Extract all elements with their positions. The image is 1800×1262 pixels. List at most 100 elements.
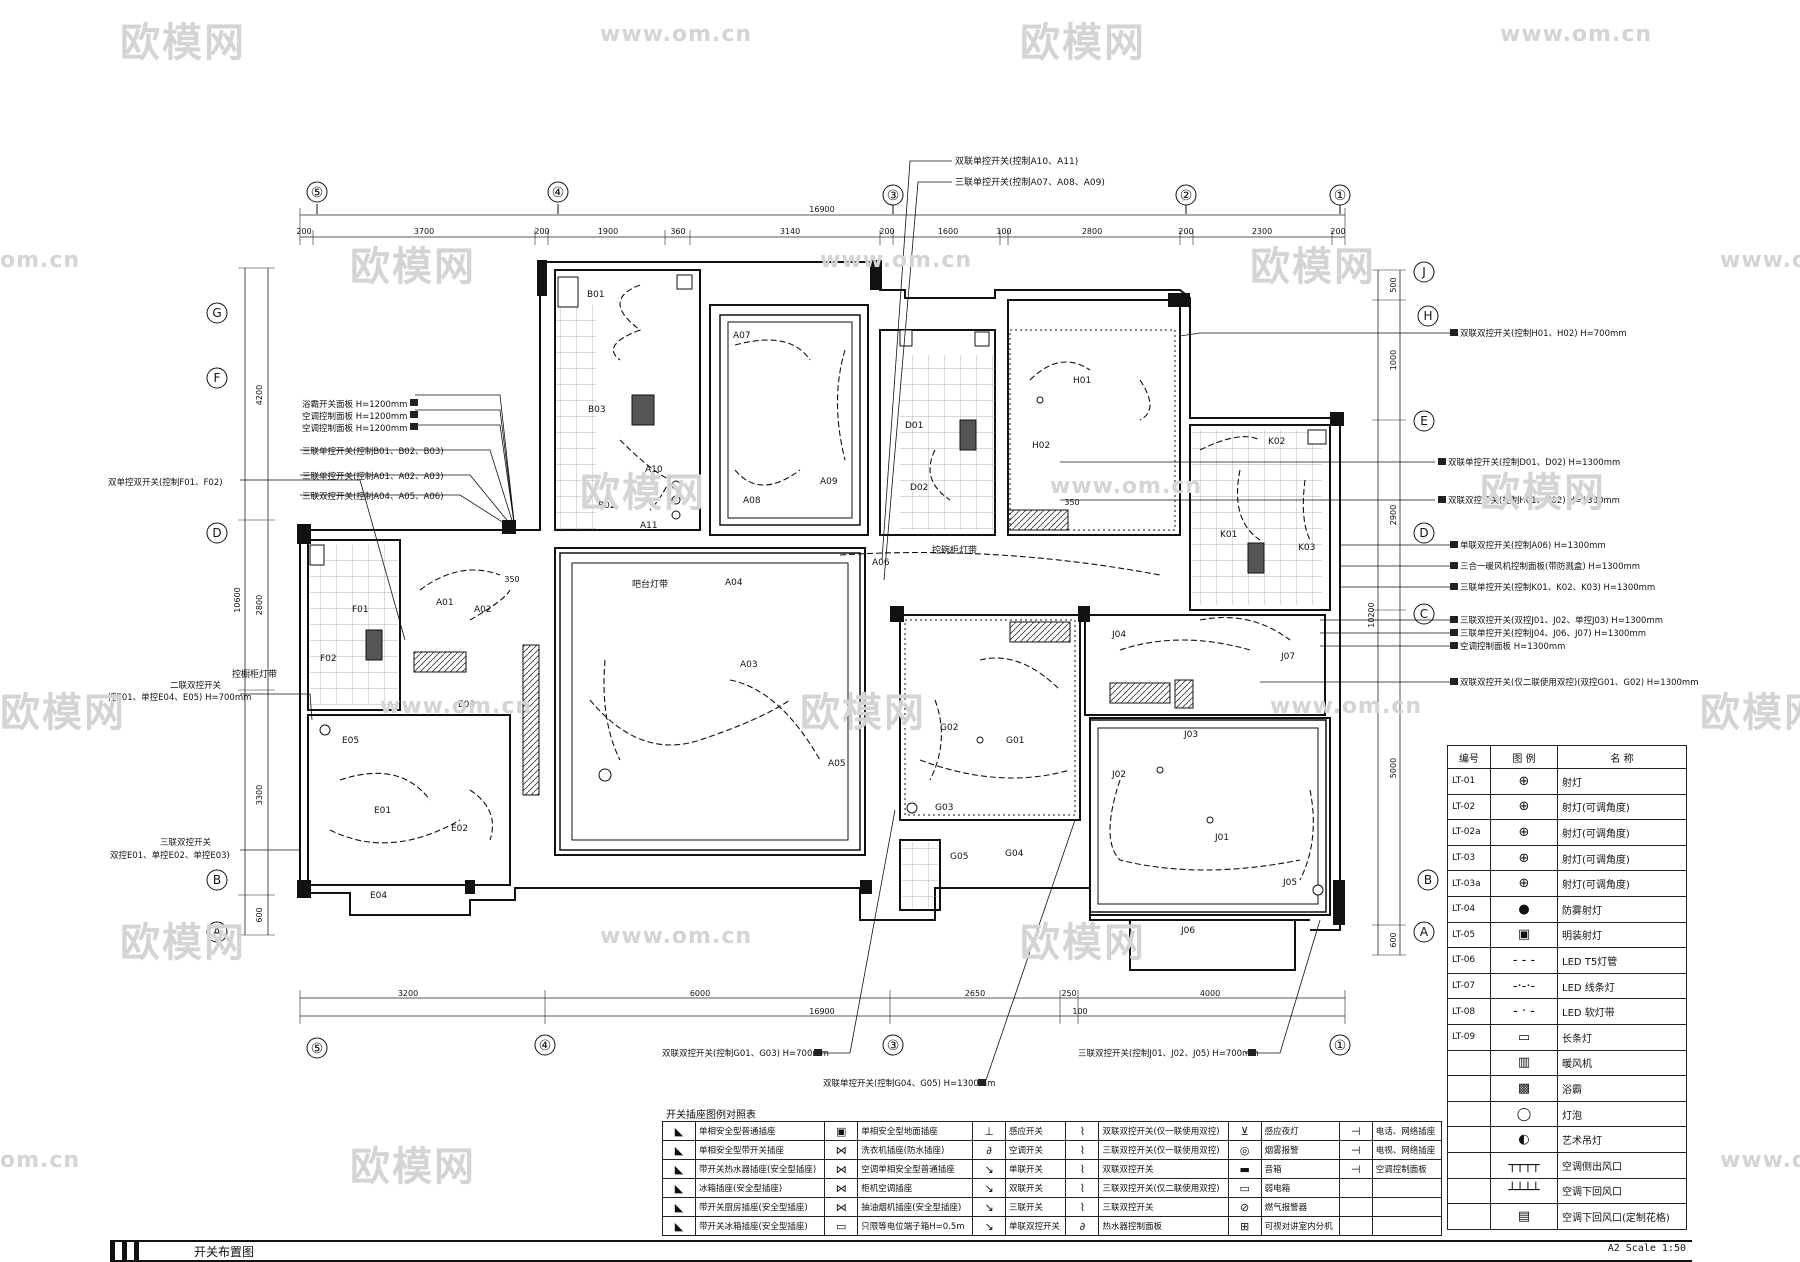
switch-legend-row: ◣带开关厨房插座(安全型插座) ⋈抽油烟机插座(安全型插座) ↘三联开关 ⌇三联… (662, 1197, 1443, 1217)
legend-name: 浴霸 (1557, 1075, 1687, 1102)
svg-text:K03: K03 (1298, 543, 1315, 553)
socket-icon: ◣ (662, 1140, 696, 1160)
legend-row: ▩浴霸 (1447, 1075, 1687, 1102)
svg-text:3300: 3300 (255, 785, 264, 805)
svg-text:D02: D02 (910, 483, 928, 493)
switch-markers (410, 329, 1458, 1086)
outlet-icon: ⊣ (1338, 1140, 1373, 1160)
socket-icon: ▭ (824, 1216, 859, 1236)
svg-text:J02: J02 (1111, 770, 1126, 780)
svg-text:B: B (213, 873, 221, 887)
svg-text:100: 100 (996, 227, 1011, 236)
legend-symbol-icon: ⊕ (1490, 768, 1558, 795)
svg-text:J01: J01 (1214, 833, 1229, 843)
legend-symbol-icon: ⊕ (1490, 844, 1558, 872)
svg-text:J: J (1421, 265, 1426, 279)
svg-text:控橱柜灯带: 控橱柜灯带 (232, 668, 277, 680)
svg-text:200: 200 (296, 227, 311, 236)
svg-text:三联双控开关: 三联双控开关 (160, 837, 212, 848)
legend-name: 射灯(可调角度) (1557, 870, 1687, 897)
legend-row: LT-08- · -LED 软灯带 (1447, 998, 1687, 1025)
legend-name: 暖风机 (1557, 1049, 1687, 1077)
svg-text:250: 250 (1061, 989, 1076, 998)
svg-text:A07: A07 (733, 331, 751, 341)
svg-text:B02: B02 (598, 501, 616, 511)
legend-row: LT-01⊕射灯 (1447, 768, 1687, 795)
switch-legend-text: 三联双控开关(仅二联使用双控) (1098, 1178, 1229, 1198)
legend-name: 艺术吊灯 (1557, 1126, 1687, 1153)
legend-row: LT-04●防雾射灯 (1447, 895, 1687, 923)
svg-text:200: 200 (1178, 227, 1193, 236)
legend-code: LT-02a (1447, 819, 1491, 846)
svg-text:2300: 2300 (1252, 227, 1272, 236)
svg-text:三联单控开关(控制J04、J06、J07) H=1300mm: 三联单控开关(控制J04、J06、J07) H=1300mm (1460, 628, 1646, 639)
svg-text:三联单控开关(控制B01、B02、B03): 三联单控开关(控制B01、B02、B03) (302, 446, 444, 457)
svg-text:1900: 1900 (598, 227, 618, 236)
svg-text:G01: G01 (1006, 736, 1024, 746)
legend-row: LT-03a⊕射灯(可调角度) (1447, 870, 1687, 897)
svg-text:2800: 2800 (255, 595, 264, 615)
legend-code (1447, 1126, 1491, 1153)
legend-symbol-icon: ▤ (1490, 1203, 1558, 1230)
light-legend-table: 编号 图 例 名 称 LT-01⊕射灯 LT-02⊕射灯(可调角度) LT-02… (1447, 745, 1687, 1230)
switch-icon: ⌇ (1065, 1140, 1100, 1160)
svg-text:C: C (1420, 607, 1428, 621)
svg-text:A09: A09 (820, 477, 838, 487)
svg-text:J07: J07 (1280, 652, 1295, 662)
svg-text:E02: E02 (451, 824, 468, 834)
switch-legend-text: 燃气报警器 (1260, 1197, 1340, 1217)
switch-legend-text: 单相安全型地面插座 (857, 1121, 974, 1141)
legend-name: 射灯 (1557, 768, 1687, 795)
switch-legend-row: ◣带开关热水器插座(安全型插座) ⋈空调单相安全型普通插座 ↘单联开关 ⌇双联双… (662, 1159, 1443, 1179)
svg-text:2800: 2800 (1082, 227, 1102, 236)
svg-text:16900: 16900 (809, 205, 834, 214)
svg-text:A08: A08 (743, 496, 761, 506)
svg-text:B01: B01 (587, 290, 605, 300)
switch-icon: ⌇ (1065, 1121, 1100, 1141)
switch-legend-text: 空调控制面板 (1371, 1159, 1443, 1179)
legend-code (1447, 1151, 1491, 1179)
legend-name: 射灯(可调角度) (1557, 819, 1687, 846)
svg-text:K02: K02 (1268, 437, 1285, 447)
switch-legend-text: 三联双控开关(仅一联使用双控) (1098, 1140, 1229, 1160)
svg-text:J03: J03 (1183, 730, 1198, 740)
svg-text:④: ④ (552, 185, 565, 201)
switch-icon: ↘ (972, 1159, 1007, 1179)
legend-symbol-icon: ┴┴┴┴ (1490, 1177, 1558, 1205)
svg-text:单联双控开关(控制A06) H=1300mm: 单联双控开关(控制A06) H=1300mm (1460, 540, 1606, 551)
legend-name: 灯泡 (1557, 1100, 1687, 1128)
switch-legend-row: ◣带开关冰箱插座(安全型插座) ▭只限等电位端子箱H=0.5m ↘单联双控开关 … (662, 1216, 1443, 1236)
switch-legend-text: 单联开关 (1005, 1159, 1067, 1179)
svg-text:E05: E05 (342, 736, 359, 746)
legend-symbol-icon: ◯ (1490, 1100, 1558, 1128)
svg-text:③: ③ (887, 1038, 900, 1054)
svg-text:空调控制面板 H=1200mm: 空调控制面板 H=1200mm (302, 423, 407, 434)
legend-code: LT-03 (1447, 844, 1491, 872)
svg-text:A03: A03 (740, 660, 758, 670)
svg-text:A05: A05 (828, 759, 846, 769)
svg-text:J04: J04 (1111, 630, 1126, 640)
switch-legend-text: 双联双控开关(仅一联使用双控) (1098, 1121, 1229, 1141)
legend-header: 编号 图 例 名 称 (1447, 745, 1687, 769)
legend-row: LT-02⊕射灯(可调角度) (1447, 793, 1687, 821)
svg-text:16900: 16900 (809, 1007, 834, 1016)
switch-legend-row: ◣单相安全型普通插座 ▣单相安全型地面插座 ⊥感应开关 ⌇双联双控开关(仅一联使… (662, 1121, 1443, 1141)
legend-code: LT-05 (1447, 921, 1491, 949)
legend-name: 防雾射灯 (1557, 895, 1687, 923)
svg-text:A02: A02 (474, 605, 492, 615)
svg-text:200: 200 (534, 227, 549, 236)
legend-code: LT-01 (1447, 768, 1491, 795)
svg-text:控碗柜灯带: 控碗柜灯带 (932, 544, 977, 556)
title-bar-block (110, 1240, 115, 1262)
legend-code: LT-08 (1447, 998, 1491, 1025)
leader-lines (240, 160, 1450, 1084)
svg-text:双控E01、单控E02、单控E03): 双控E01、单控E02、单控E03) (110, 850, 230, 861)
legend-name: LED 线条灯 (1557, 972, 1687, 1000)
legend-symbol-icon: ▭ (1490, 1023, 1558, 1051)
svg-text:A11: A11 (640, 521, 658, 531)
legend-symbol-icon: ◐ (1490, 1126, 1558, 1153)
svg-text:⑤: ⑤ (311, 1041, 324, 1057)
svg-text:双联双控开关(控制H01、H02) H=700mm: 双联双控开关(控制H01、H02) H=700mm (1460, 328, 1627, 339)
grid-axis-labels: ⑤ ④ ③ ② ① ⑤ ④ ③ ① G F D B A J H E D C B … (212, 185, 1432, 1057)
